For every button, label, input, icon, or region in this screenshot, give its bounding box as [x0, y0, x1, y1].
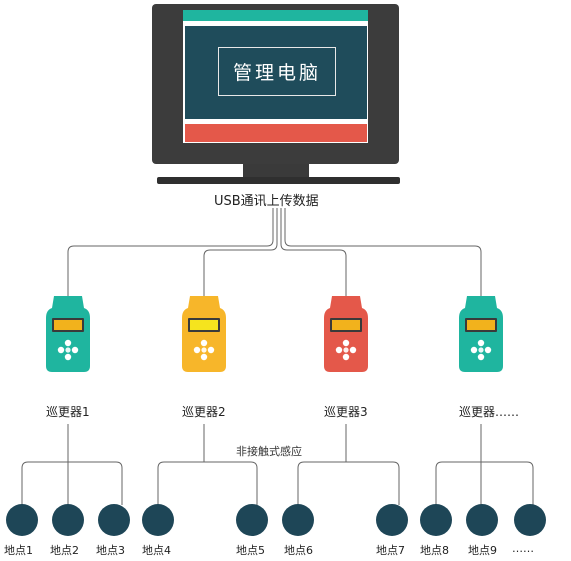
contact-label: 非接触式感应	[236, 443, 302, 459]
branch-group-2	[157, 424, 258, 505]
patrol-device-icon	[324, 296, 368, 372]
site-node	[236, 504, 268, 536]
cable-to-device-1	[67, 208, 274, 296]
site-node	[514, 504, 546, 536]
patrol-device-label: 巡更器2	[182, 405, 226, 419]
site-label: 地点3	[96, 544, 125, 557]
site-label: ……	[512, 542, 534, 555]
site-node	[98, 504, 130, 536]
monitor-base	[157, 177, 400, 184]
screen-panel	[185, 26, 367, 119]
cable-to-device-4	[284, 208, 482, 296]
site-label: 地点4	[142, 544, 171, 557]
branch-group-4	[435, 424, 534, 505]
site-label: 地点1	[4, 544, 33, 557]
patrol-device-label: 巡更器……	[459, 405, 520, 419]
site-node	[142, 504, 174, 536]
screen-bottom-bar	[185, 124, 367, 142]
site-label: 地点5	[236, 544, 265, 557]
site-node	[282, 504, 314, 536]
branch-group-3	[297, 424, 400, 505]
patrol-device-4	[459, 296, 503, 376]
patrol-device-label: 巡更器3	[324, 405, 368, 419]
site-node	[52, 504, 84, 536]
patrol-device-label: 巡更器1	[46, 405, 90, 419]
monitor-neck	[243, 164, 309, 178]
site-node	[6, 504, 38, 536]
patrol-device-icon	[46, 296, 90, 372]
patrol-device-icon	[459, 296, 503, 372]
cable-to-device-3	[280, 208, 347, 296]
screen-top-bar	[183, 10, 368, 21]
site-label: 地点7	[376, 544, 405, 557]
site-label: 地点6	[284, 544, 313, 557]
computer-title: 管理电脑	[218, 47, 336, 96]
cable-to-device-2	[203, 208, 278, 296]
patrol-device-2	[182, 296, 226, 376]
patrol-device-1	[46, 296, 90, 376]
patrol-device-3	[324, 296, 368, 376]
connection-label: USB通讯上传数据	[214, 194, 319, 209]
site-node	[376, 504, 408, 536]
site-label: 地点8	[420, 544, 449, 557]
branch-group-1	[21, 424, 123, 505]
site-node	[466, 504, 498, 536]
patrol-device-icon	[182, 296, 226, 372]
site-label: 地点2	[50, 544, 79, 557]
site-label: 地点9	[468, 544, 497, 557]
site-node	[420, 504, 452, 536]
